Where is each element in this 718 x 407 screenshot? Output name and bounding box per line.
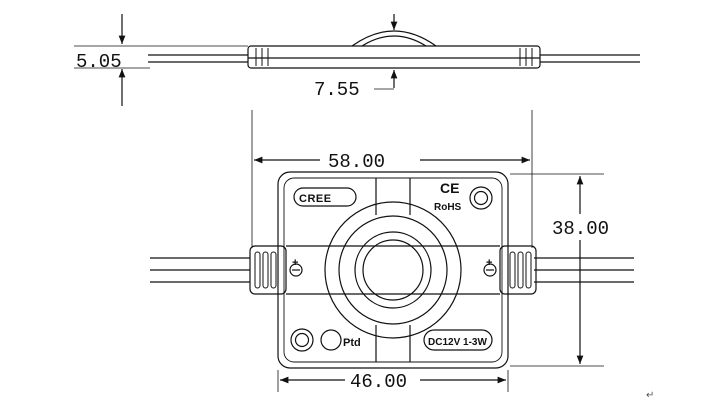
plus-sign-left: + bbox=[292, 257, 298, 269]
ptd-label: Ptd bbox=[343, 337, 361, 349]
ce-mark: CE bbox=[440, 180, 459, 196]
corner-return-mark: ↵ bbox=[646, 390, 654, 401]
dimension-side-lens-height: 7.55 bbox=[314, 79, 360, 101]
top-view bbox=[150, 110, 634, 392]
dimension-body-width: 46.00 bbox=[350, 371, 407, 393]
rating-label: DC12V 1-3W bbox=[428, 337, 487, 348]
dimension-top-height: 38.00 bbox=[552, 218, 609, 240]
dimension-top-width: 58.00 bbox=[328, 151, 385, 173]
brand-label: CREE bbox=[299, 193, 332, 205]
side-view bbox=[74, 14, 640, 106]
rohs-mark: RoHS bbox=[434, 202, 462, 213]
dimension-side-thickness: 5.05 bbox=[76, 51, 122, 73]
plus-sign-right: + bbox=[486, 257, 492, 269]
